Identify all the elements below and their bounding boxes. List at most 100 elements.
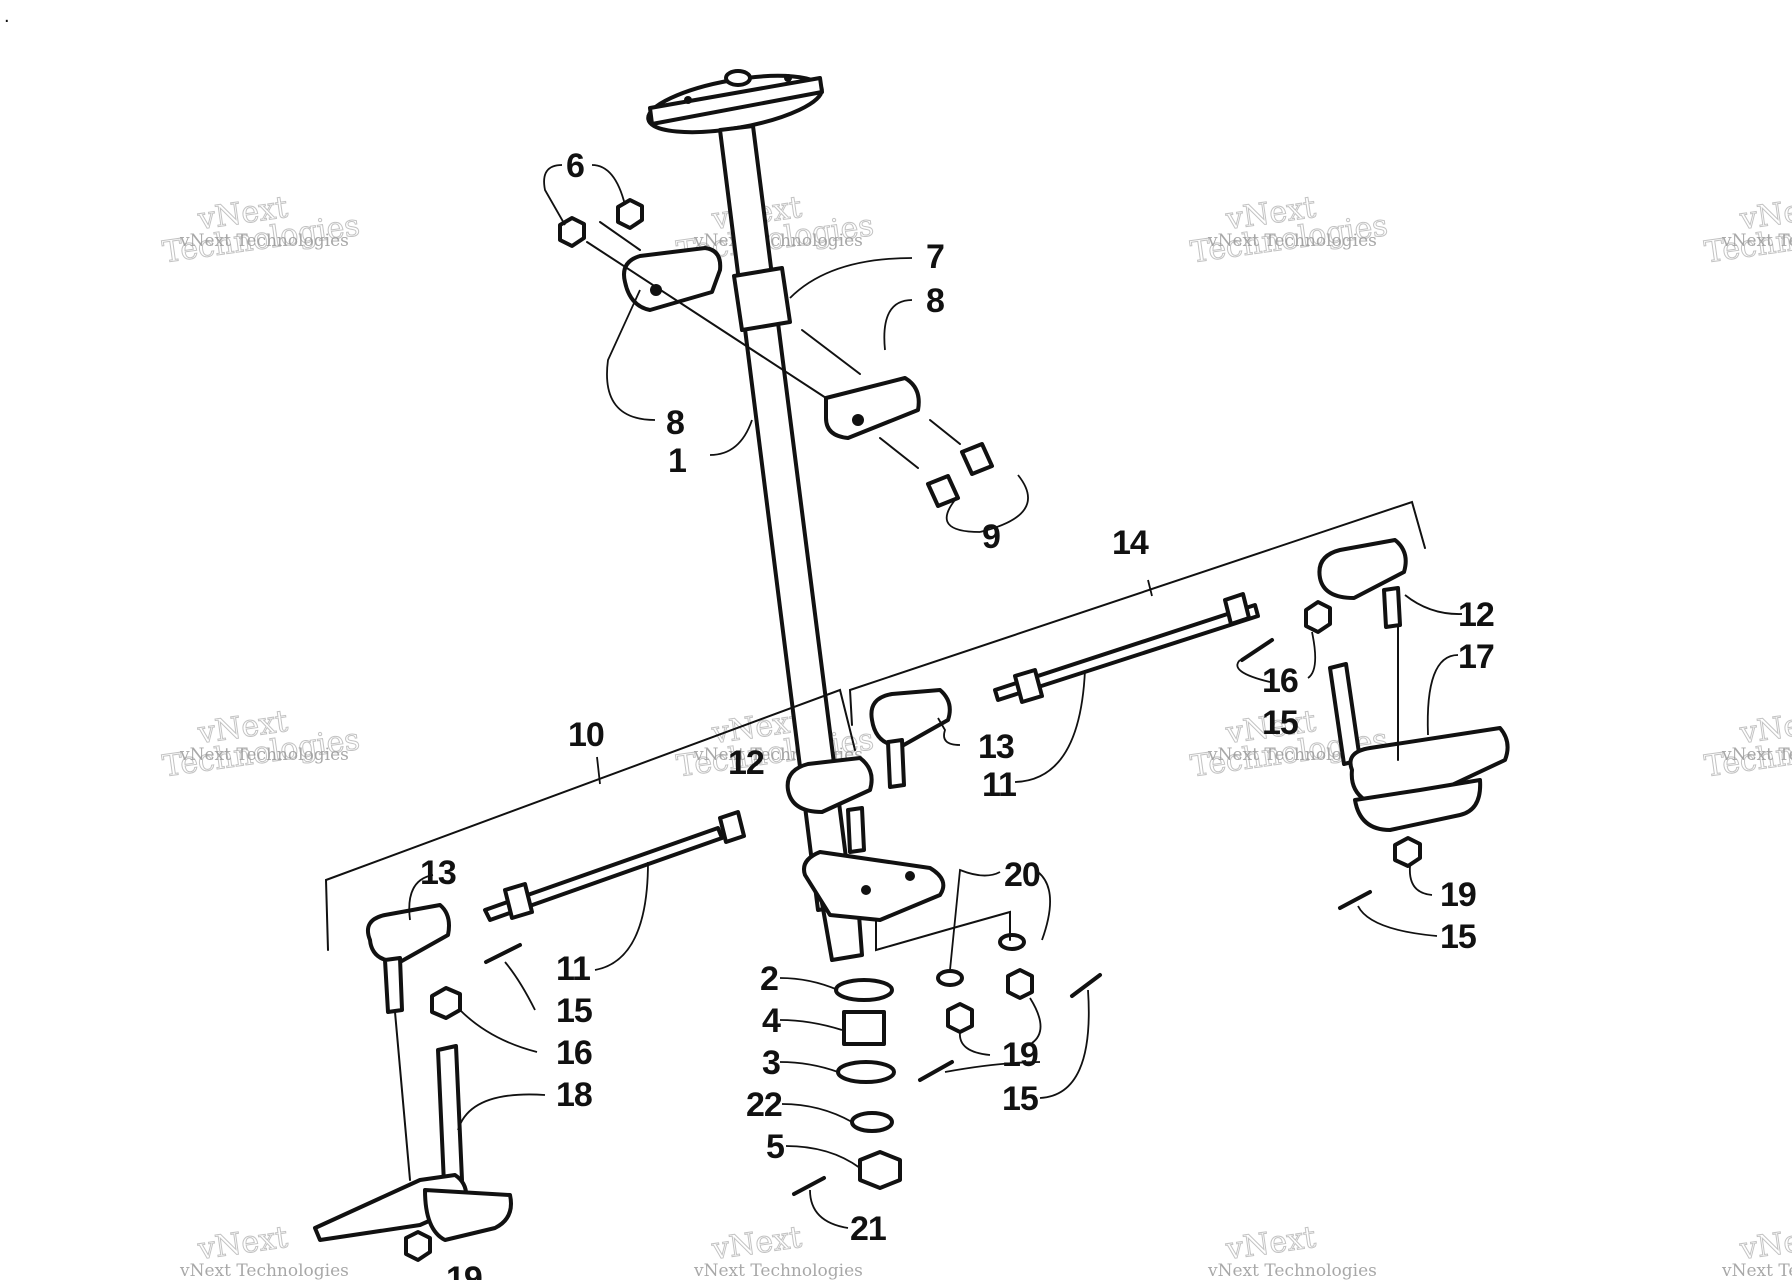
leader-line: [781, 1103, 853, 1123]
callout-2: 2: [760, 960, 778, 998]
callout-8: 8: [666, 404, 684, 442]
leader-line: [979, 474, 1029, 533]
callout-19: 19: [1440, 876, 1476, 914]
bolt-line: [801, 329, 861, 375]
callout-3: 3: [762, 1044, 780, 1082]
nut-icon: [1393, 836, 1422, 868]
callout-19: 19: [446, 1260, 482, 1280]
leader-line: [945, 499, 981, 533]
left-spindle: [313, 986, 513, 1262]
callout-1: 1: [668, 442, 686, 480]
jam-nut-icon: [503, 882, 534, 920]
callout-20: 20: [1004, 856, 1040, 894]
leader-line: [596, 756, 601, 785]
leader-line: [1029, 997, 1042, 1044]
corner-mark: .: [4, 5, 10, 27]
leader-line: [959, 1031, 991, 1056]
cotter-pin-icon: [918, 1060, 954, 1082]
nut-icon: [946, 1002, 974, 1034]
callout-14: 14: [1112, 524, 1149, 562]
leader-line: [1404, 594, 1463, 615]
callout-8: 8: [926, 282, 944, 320]
leader-line: [937, 717, 961, 746]
tie-rod-end: [365, 903, 451, 964]
callout-16: 16: [556, 1034, 592, 1072]
flat-washer: [850, 1111, 894, 1133]
tie-rod-shaft: [483, 826, 724, 922]
washer: [998, 933, 1026, 951]
callout-22: 22: [746, 1086, 782, 1124]
callout-15: 15: [556, 992, 592, 1030]
plate-hole: [784, 74, 792, 82]
callout-15: 15: [1262, 704, 1298, 742]
washer: [936, 969, 964, 987]
handlebar-plate-edge: [648, 76, 824, 126]
spindle-post: [436, 1044, 464, 1186]
jam-nut-icon: [1223, 592, 1251, 626]
bolt-line: [599, 221, 641, 251]
callout-7: 7: [926, 238, 944, 276]
jam-nut-icon: [718, 810, 746, 844]
washer: [834, 978, 894, 1002]
leader-line: [1037, 871, 1051, 941]
leader-line: [1357, 905, 1438, 937]
watermark-text: vNext Technologies: [693, 231, 863, 251]
watermark-text: vNext Technologies: [1721, 231, 1792, 251]
callout-15: 15: [1002, 1080, 1038, 1118]
leader-line: [606, 289, 656, 421]
castle-nut-icon: [1304, 600, 1332, 634]
cotter-pin-icon: [1070, 973, 1102, 998]
steering-post: [646, 69, 946, 962]
leader-line: [779, 977, 839, 991]
spindle-arm: [1348, 726, 1510, 802]
leader-line: [457, 1093, 546, 1131]
callout-18: 18: [556, 1076, 592, 1114]
tie-rod-end: [785, 756, 874, 814]
leader-line: [789, 257, 913, 299]
nut-icon: [404, 1230, 432, 1262]
bushing: [842, 1010, 886, 1046]
callout-16: 16: [1262, 662, 1298, 700]
callout-19: 19: [1002, 1036, 1038, 1074]
jam-nut-icon: [1013, 668, 1044, 704]
nut-icon: [616, 198, 644, 230]
tie-rod-end: [869, 688, 952, 748]
castle-nut-icon: [430, 986, 462, 1020]
lock-nut-icon: [858, 1150, 902, 1190]
watermark-text: vNext Technologies: [1721, 1261, 1792, 1280]
spindle-base: [423, 1188, 513, 1242]
watermark-grid: Technologies vNext vNext Technologies Te…: [160, 189, 1792, 1280]
pitman-hole: [861, 885, 871, 895]
callout-12: 12: [728, 744, 764, 782]
upper-bracket-group: [558, 198, 994, 508]
callout-13: 13: [978, 728, 1014, 766]
leader-line: [504, 961, 536, 1011]
cotter-pin-icon: [792, 1176, 826, 1196]
tie-rod-stud: [1382, 586, 1402, 629]
nut-icon: [1006, 968, 1034, 1000]
callout-11: 11: [982, 766, 1016, 804]
leader-line: [949, 868, 1001, 971]
leader-line: [944, 1061, 1041, 1073]
leader-line: [779, 1019, 843, 1031]
leader-line: [1409, 865, 1433, 896]
nut-icon: [558, 216, 586, 248]
callout-6: 6: [566, 147, 584, 185]
callout-13: 13: [420, 854, 456, 892]
tie-rod-stud: [886, 738, 906, 789]
callout-12: 12: [1458, 596, 1494, 634]
watermark-text: vNext Technologies: [179, 231, 349, 251]
right-tie-rod-assembly: [848, 500, 1426, 789]
seal-ring: [836, 1060, 896, 1084]
pitman-hole: [905, 871, 915, 881]
assembly-line: [394, 1011, 411, 1181]
tie-rod-end: [1317, 538, 1408, 600]
cotter-pin-icon: [1338, 890, 1372, 910]
leader-line: [785, 1145, 861, 1169]
leader-line: [779, 1061, 839, 1073]
leader-line: [1039, 989, 1090, 1099]
callout-4: 4: [762, 1002, 781, 1040]
leader-line: [709, 419, 753, 456]
tie-rod-stud: [383, 956, 404, 1014]
